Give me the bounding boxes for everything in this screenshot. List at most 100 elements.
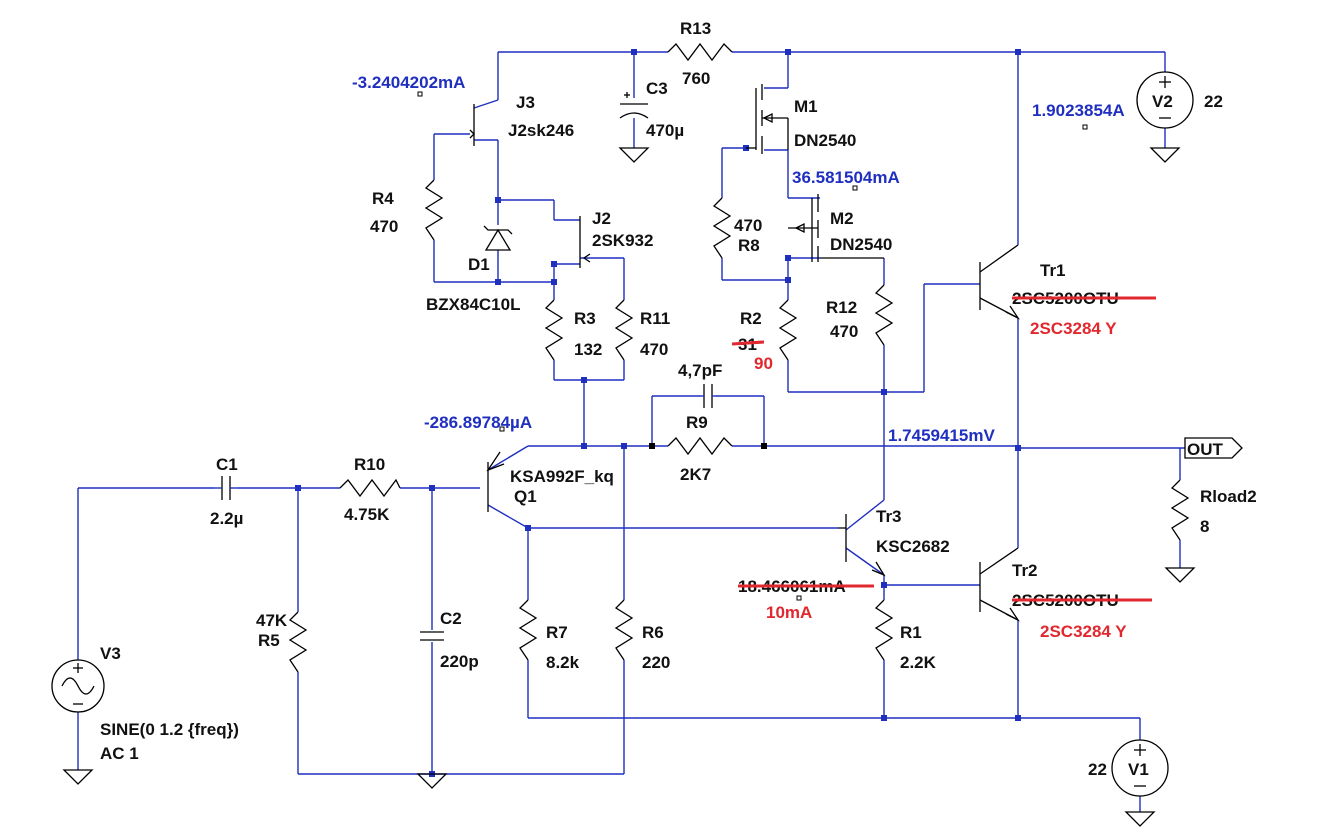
annotation-i-m2: 36.581504mA	[792, 168, 900, 187]
label-r13-value: 760	[682, 69, 710, 88]
sine-source-v3	[51, 659, 105, 713]
label-r11-value: 470	[640, 340, 668, 359]
label-c4-value: 4,7pF	[678, 361, 722, 380]
label-j3-value: J2sk246	[508, 121, 574, 140]
resistor-r1	[874, 599, 894, 661]
bjt-tr2	[979, 547, 1020, 622]
ground-icon-rload	[1164, 567, 1196, 583]
resistor-r2	[778, 299, 798, 361]
label-v1-ref: V1	[1128, 760, 1149, 779]
label-v2-ref: V2	[1152, 92, 1173, 111]
label-rload-value: 8	[1200, 517, 1209, 536]
bjt-q1	[486, 451, 505, 512]
label-r8-value: 470	[734, 216, 762, 235]
ground-icon-input	[416, 773, 448, 789]
resistor-r8	[712, 197, 732, 259]
label-v3-ac: AC 1	[100, 744, 139, 763]
voltage-source-v1	[1111, 739, 1169, 797]
label-v1-value: 22	[1088, 760, 1107, 779]
label-v2-value: 22	[1204, 92, 1223, 111]
label-q1-ref: Q1	[514, 487, 537, 506]
label-tr1-value-new: 2SC3284 Y	[1030, 319, 1117, 338]
label-r6-value: 220	[642, 653, 670, 672]
label-c3-ref: C3	[646, 79, 668, 98]
resistor-r13	[667, 42, 733, 62]
label-c1-value: 2.2µ	[210, 509, 243, 528]
label-rload-ref: Rload2	[1200, 487, 1257, 506]
resistor-r12	[874, 284, 894, 346]
resistor-r10	[339, 478, 401, 498]
label-tr3-value: KSC2682	[876, 537, 950, 556]
label-r3-ref: R3	[574, 309, 596, 328]
label-r6-ref: R6	[642, 623, 664, 642]
net-label-out	[1184, 437, 1243, 459]
capacitor-c2	[420, 631, 444, 641]
label-m1-ref: M1	[794, 97, 818, 116]
voltage-source-v2	[1136, 71, 1194, 129]
label-r1-ref: R1	[900, 623, 922, 642]
ground-icon-c3	[618, 147, 650, 163]
capacitor-c3	[619, 92, 649, 119]
resistor-rload2	[1170, 479, 1190, 541]
ground-symbols	[62, 147, 1196, 827]
label-c3-value: 470µ	[646, 121, 684, 140]
label-r2-ref: R2	[740, 309, 762, 328]
label-r7-ref: R7	[546, 623, 568, 642]
label-c2-ref: C2	[440, 609, 462, 628]
resistor-r7	[518, 599, 538, 661]
label-net-out: OUT	[1187, 440, 1224, 459]
jfet-j3	[469, 104, 475, 146]
label-r4-ref: R4	[372, 189, 394, 208]
ground-icon-v3	[62, 769, 94, 785]
label-r5-value: 47K	[256, 611, 288, 630]
label-v3-ref: V3	[100, 644, 121, 663]
bjt-tr3	[838, 514, 886, 577]
resistor-r9	[667, 436, 733, 456]
label-r9-value: 2K7	[680, 465, 711, 484]
label-r8-ref: R8	[738, 236, 760, 255]
label-tr1-ref: Tr1	[1040, 261, 1066, 280]
label-tr2-value-new: 2SC3284 Y	[1040, 622, 1127, 641]
capacitors	[214, 92, 716, 641]
resistor-r11	[614, 299, 634, 361]
label-m2-ref: M2	[830, 209, 854, 228]
wires	[77, 51, 1185, 812]
label-r13-ref: R13	[680, 19, 711, 38]
probe-markers	[417, 91, 1088, 601]
label-r4-value: 470	[370, 217, 398, 236]
resistor-r6	[614, 599, 634, 661]
label-c2-value: 220p	[440, 652, 479, 671]
resistor-r4	[424, 179, 444, 241]
label-r9-ref: R9	[686, 413, 708, 432]
label-j2-value: 2SK932	[592, 231, 653, 250]
label-r12-ref: R12	[826, 298, 857, 317]
label-d1-ref: D1	[468, 255, 490, 274]
mosfet-m2	[788, 194, 884, 262]
label-c1-ref: C1	[216, 455, 238, 474]
label-m2-value: DN2540	[830, 235, 892, 254]
annotation-i-j3: -3.2404202mA	[352, 73, 465, 92]
annotation-i-q1: -286.89784µA	[424, 413, 532, 432]
ground-icon-v2	[1149, 147, 1181, 163]
bjt-tr1	[979, 244, 1020, 320]
label-r3-value: 132	[574, 340, 602, 359]
annotation-i-tr3-new: 10mA	[766, 603, 812, 622]
label-r10-ref: R10	[354, 455, 385, 474]
label-r5-ref: R5	[258, 631, 280, 650]
label-tr3-ref: Tr3	[876, 507, 902, 526]
ground-icon-v1	[1124, 811, 1156, 827]
annotation-v-out: 1.7459415mV	[888, 426, 995, 445]
label-r1-value: 2.2K	[900, 653, 937, 672]
label-r2-value-new: 90	[754, 354, 773, 373]
simulation-annotations: -3.2404202mA 1.9023854A 36.581504mA -286…	[352, 73, 1125, 622]
label-tr2-ref: Tr2	[1012, 561, 1038, 580]
junctions	[295, 49, 1021, 777]
strike-r2-old	[731, 340, 765, 346]
capacitor-c4	[700, 384, 716, 408]
label-v3-value: SINE(0 1.2 {freq})	[100, 720, 239, 739]
label-m1-value: DN2540	[794, 131, 856, 150]
label-q1-value: KSA992F_kq	[510, 467, 614, 486]
resistor-r5	[288, 611, 308, 673]
zener-d1	[483, 225, 513, 251]
